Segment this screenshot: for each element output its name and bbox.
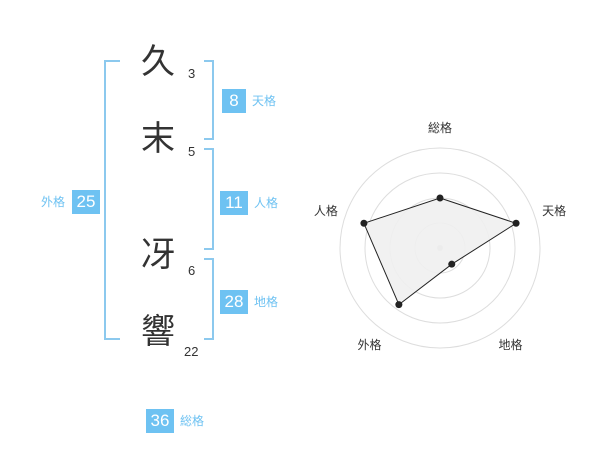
- stroke-count-4: 22: [184, 344, 199, 359]
- radar-grid-ring: [364, 172, 516, 324]
- jinkaku-label: 人格: [254, 196, 279, 210]
- stroke-count-3: 6: [188, 263, 196, 278]
- name-char-4: 響: [141, 312, 175, 352]
- radar-axis-label-2: 天格: [542, 203, 566, 218]
- radar-axis-label-1: 総格: [428, 120, 452, 135]
- radar-data-polygon: [363, 197, 518, 306]
- radar-point-4: [395, 301, 403, 309]
- gaikaku-label: 外格: [41, 195, 66, 209]
- radar-grid-ring: [339, 147, 541, 349]
- radar-axis-label-5: 人格: [314, 203, 338, 218]
- name-char-3: 冴: [141, 235, 175, 275]
- chikaku-value: 28: [220, 290, 248, 314]
- chikaku-label: 地格: [254, 295, 279, 309]
- stroke-count-2: 5: [188, 144, 196, 159]
- stroke-count-1: 3: [188, 66, 196, 81]
- name-char-2: 末: [141, 119, 175, 159]
- soukaku-label: 総格: [180, 414, 205, 428]
- tenkaku-value: 8: [222, 89, 246, 113]
- gaikaku-value: 25: [72, 190, 100, 214]
- radar-data-points: [360, 194, 520, 309]
- jinkaku-value: 11: [220, 191, 248, 215]
- radar-point-2: [512, 219, 520, 227]
- radar-point-3: [448, 260, 456, 268]
- radar-point-1: [436, 194, 444, 202]
- soukaku-value: 36: [146, 409, 174, 433]
- name-char-1: 久: [141, 42, 175, 82]
- tenkaku-label: 天格: [252, 94, 277, 108]
- radar-point-5: [360, 219, 368, 227]
- radar-axis-label-4: 外格: [357, 337, 381, 352]
- radar-axis-label-3: 地格: [498, 337, 522, 352]
